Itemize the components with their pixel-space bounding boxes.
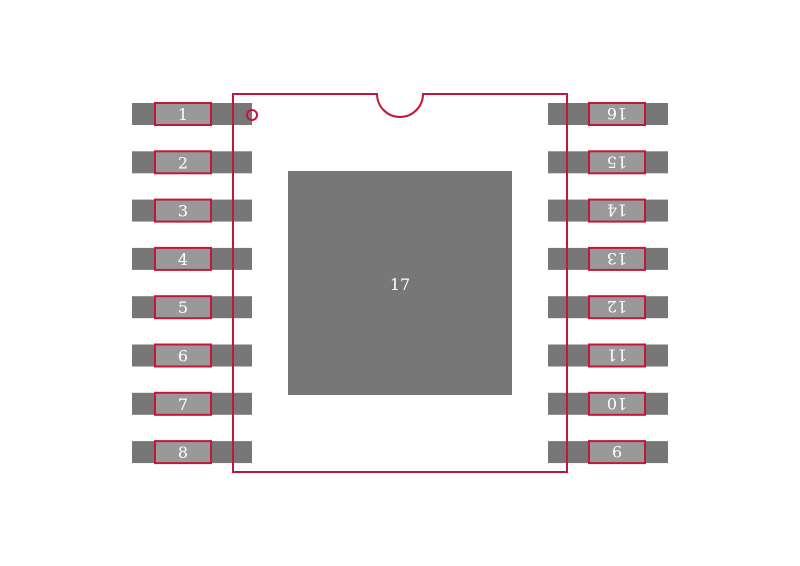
pin-4 (154, 246, 212, 271)
pin-label-2: 2 (178, 153, 188, 172)
pin-9 (588, 440, 646, 465)
pin-13 (588, 246, 646, 271)
pin-label-1: 1 (178, 105, 188, 124)
pin-label-3: 3 (178, 202, 188, 221)
right-pads: 16 15 14 13 12 11 10 9 (548, 102, 668, 465)
pin-label-6: 6 (178, 347, 188, 366)
pin-label-16: 16 (607, 104, 627, 123)
pin-5 (154, 295, 212, 320)
pin-label-13: 13 (607, 249, 627, 268)
pin-6 (154, 343, 212, 368)
pin-label-7: 7 (178, 395, 188, 414)
pin-7 (154, 391, 212, 416)
pin-14 (588, 198, 646, 223)
pin-3 (154, 198, 212, 223)
pin-15 (588, 150, 646, 175)
pin-16 (588, 102, 646, 126)
pin-1 (154, 102, 212, 126)
left-pads: 1 2 3 4 5 6 7 8 (132, 102, 252, 465)
pin-10 (588, 391, 646, 416)
pin-label-11: 11 (607, 346, 627, 365)
pin-8 (154, 440, 212, 465)
pin-label-4: 4 (178, 250, 188, 269)
pin-label-5: 5 (178, 298, 188, 317)
pin-label-14: 14 (607, 201, 627, 220)
pin-label-8: 8 (178, 443, 188, 462)
package-outline (232, 93, 568, 473)
pin-12 (588, 295, 646, 320)
thermal-pad-label: 17 (390, 275, 410, 294)
pin-11 (588, 343, 646, 368)
pin-label-12: 12 (607, 297, 627, 316)
pin-label-15: 15 (607, 152, 627, 171)
thermal-pad (288, 171, 512, 395)
pin-label-9: 9 (612, 442, 622, 461)
pin-2 (154, 150, 212, 175)
pin-label-10: 10 (607, 394, 627, 413)
pin1-marker-icon (246, 109, 258, 121)
